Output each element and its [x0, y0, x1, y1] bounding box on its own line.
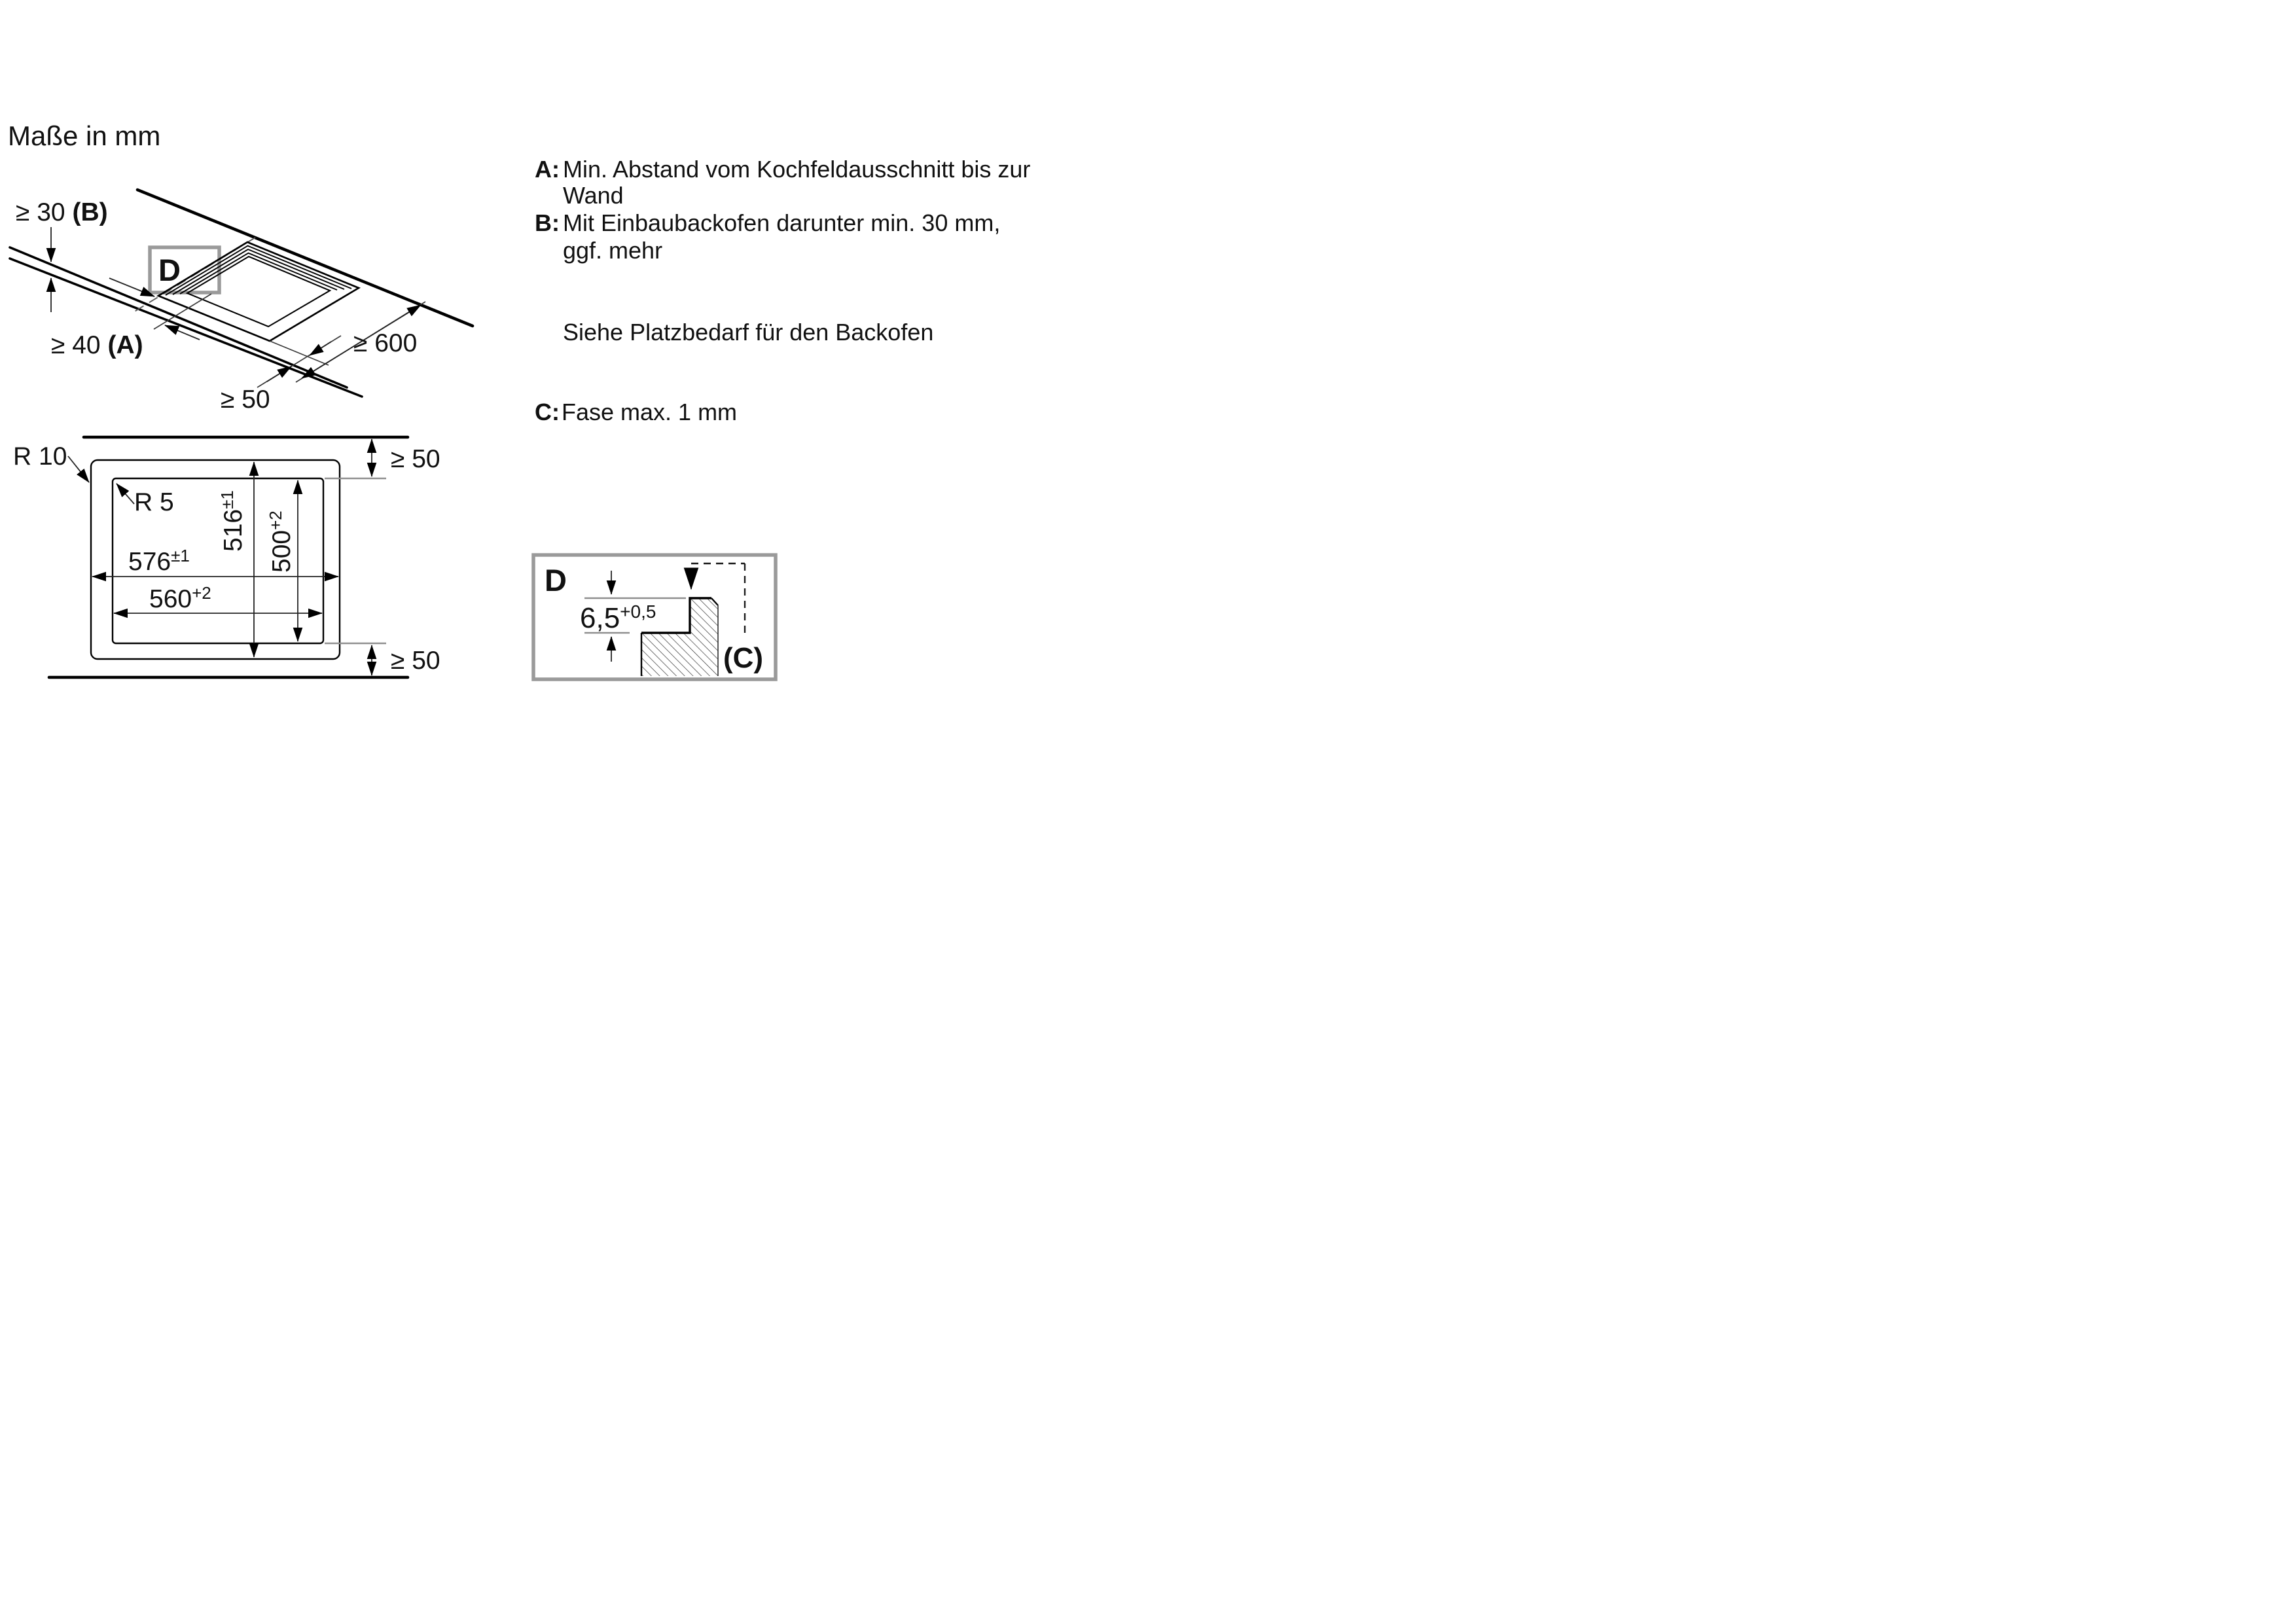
recess-outline-r10	[90, 459, 341, 660]
dim-50-label: ≥ 50	[221, 385, 270, 414]
dim-576-label: 576±1	[128, 546, 190, 576]
note-b-label: B:	[535, 209, 560, 236]
dim-560-label: 560+2	[149, 583, 211, 613]
dim-516-label: 516±1	[217, 490, 247, 552]
dim-a-arrow-upper	[109, 277, 155, 297]
r5-label: R 5	[134, 488, 174, 516]
cutout-step-line-2	[172, 248, 345, 295]
perspective-view: ≥ 30 (B) ≥ 40 (A) ≥ 600 ≥ 50 D	[9, 188, 475, 414]
wall-line	[135, 188, 475, 328]
detail-d-frame	[531, 553, 778, 681]
cutout-step-line-1	[165, 245, 352, 296]
detail-d-view: D 6,5+0,5 (C)	[531, 553, 778, 681]
cutout-inner-contour	[185, 255, 332, 328]
dim-b-label: ≥ 30 (B)	[16, 198, 108, 226]
dim-a-extension-line	[153, 293, 212, 330]
dim-50-arrow-upper	[309, 341, 332, 356]
note-b-text-2: ggf. mehr	[563, 237, 662, 264]
r5-leader-arrow	[116, 483, 135, 505]
gap-bottom-label: ≥ 50	[391, 647, 440, 675]
note-c-text: Fase max. 1 mm	[562, 399, 737, 425]
installation-diagram: Maße in mm ≥ 30 (B) ≥	[8, 120, 1030, 681]
note-a-text: Min. Abstand vom Kochfeldausschnitt bis …	[563, 156, 1030, 183]
installation-drawing-page: Maße in mm ≥ 30 (B) ≥	[0, 0, 1148, 812]
worktop-front-edge-top	[9, 246, 348, 389]
dim-a-arrow-lower	[164, 325, 200, 340]
cutout-outer-contour	[156, 241, 361, 342]
step-profile-line	[641, 597, 711, 634]
notes-column: A: Min. Abstand vom Kochfeldausschnitt b…	[535, 156, 1030, 425]
dim-600-arrows	[301, 304, 422, 379]
note-a-label: A:	[535, 156, 560, 183]
r10-leader-arrow	[67, 455, 90, 483]
note-oven-space: Siehe Platzbedarf für den Backofen	[563, 319, 933, 346]
note-b-text: Mit Einbaubackofen darunter min. 30 mm,	[563, 209, 1000, 236]
dim-50-arrow-lower	[266, 366, 292, 382]
cutout-outline-r5	[111, 477, 325, 645]
detail-d-letter: D	[545, 563, 567, 597]
r10-label: R 10	[13, 442, 67, 471]
dim-600-label: ≥ 600	[353, 329, 417, 357]
chamfer-edge-line	[711, 597, 719, 606]
note-c-label: C:	[535, 399, 560, 425]
cutout-step-line-3	[179, 252, 338, 294]
depth-value-label: 6,5+0,5	[580, 601, 656, 634]
dim-500-label: 500+2	[266, 510, 296, 573]
detail-callout-letter: D	[158, 253, 181, 287]
dim-a-label: ≥ 40 (A)	[51, 331, 143, 359]
worktop-section-hatch	[641, 598, 718, 676]
chamfer-ref-label: (C)	[723, 642, 763, 674]
note-a-text-2: Wand	[563, 182, 624, 209]
plan-view: R 10 R 5 576±1 560+2 516±1 500+2 ≥ 50 ≥ …	[13, 435, 440, 679]
gap-top-label: ≥ 50	[391, 445, 440, 473]
page-title: Maße in mm	[8, 120, 160, 151]
